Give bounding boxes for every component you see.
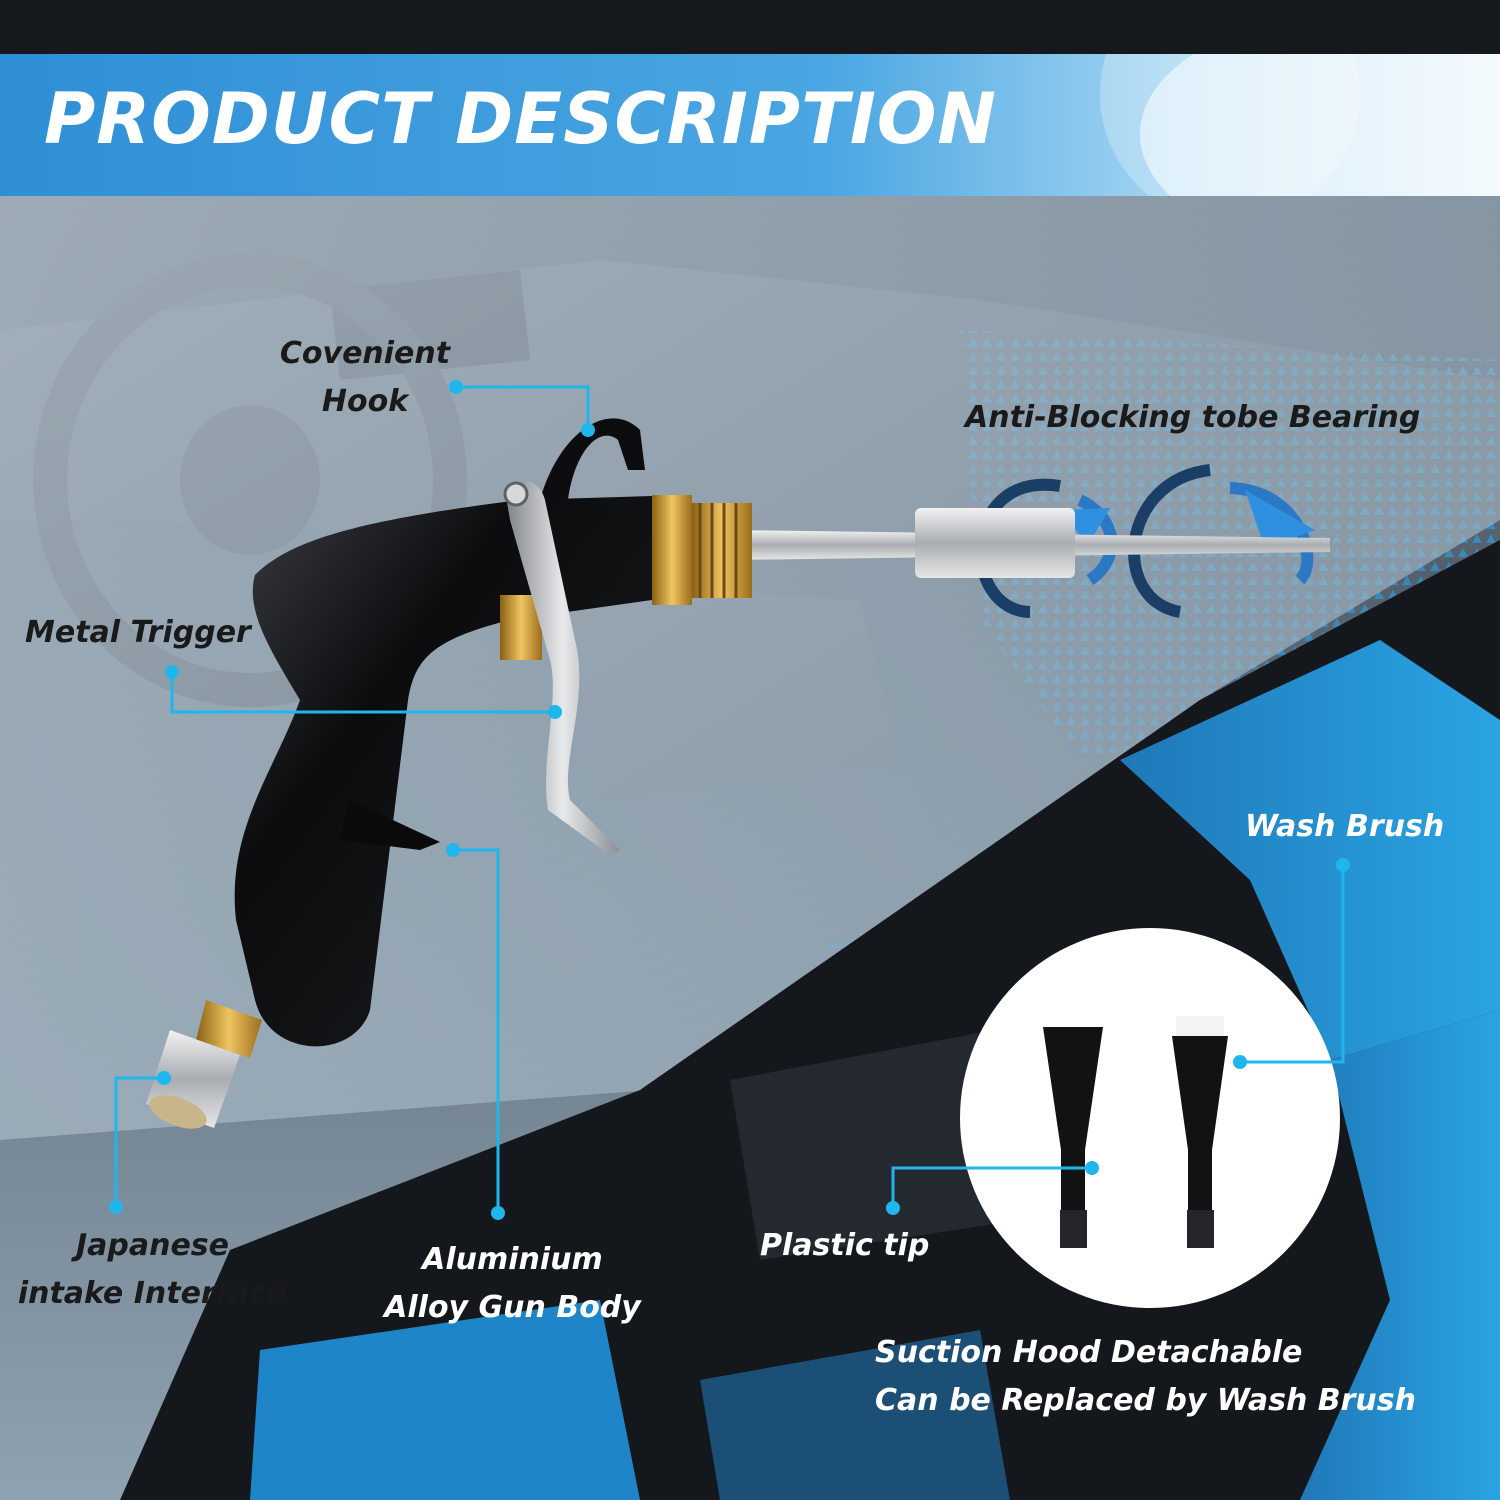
label-suction-line-1: Suction Hood Detachable: [875, 1335, 1303, 1370]
label-suction-line-2: Can be Replaced by Wash Brush: [875, 1383, 1416, 1418]
page-title: PRODUCT DESCRIPTION: [44, 78, 997, 160]
label-gun-body-line-2: Alloy Gun Body: [384, 1290, 641, 1325]
label-intake-line-1: Japanese: [75, 1228, 230, 1263]
label-gun-body-line-1: Aluminium: [422, 1242, 603, 1277]
label-hook: Covenient Hook: [270, 330, 460, 426]
header-banner: PRODUCT DESCRIPTION: [0, 54, 1500, 196]
label-suction: Suction Hood Detachable Can be Replaced …: [875, 1329, 1416, 1425]
label-wash-brush: Wash Brush: [1245, 809, 1445, 844]
label-gun-body: Aluminium Alloy Gun Body: [370, 1236, 655, 1332]
attachments-circle: [960, 928, 1340, 1308]
banner-wave-decor: [1140, 54, 1500, 196]
label-bearing: Anti-Blocking tobe Bearing: [965, 400, 1421, 435]
label-plastic-tip: Plastic tip: [760, 1228, 930, 1263]
label-trigger: Metal Trigger: [25, 615, 251, 650]
label-intake: Japanese intake Interface: [10, 1222, 295, 1318]
label-hook-line-1: Covenient: [279, 336, 451, 371]
label-intake-line-2: intake Interface: [17, 1276, 288, 1311]
label-hook-line-2: Hook: [321, 384, 409, 419]
